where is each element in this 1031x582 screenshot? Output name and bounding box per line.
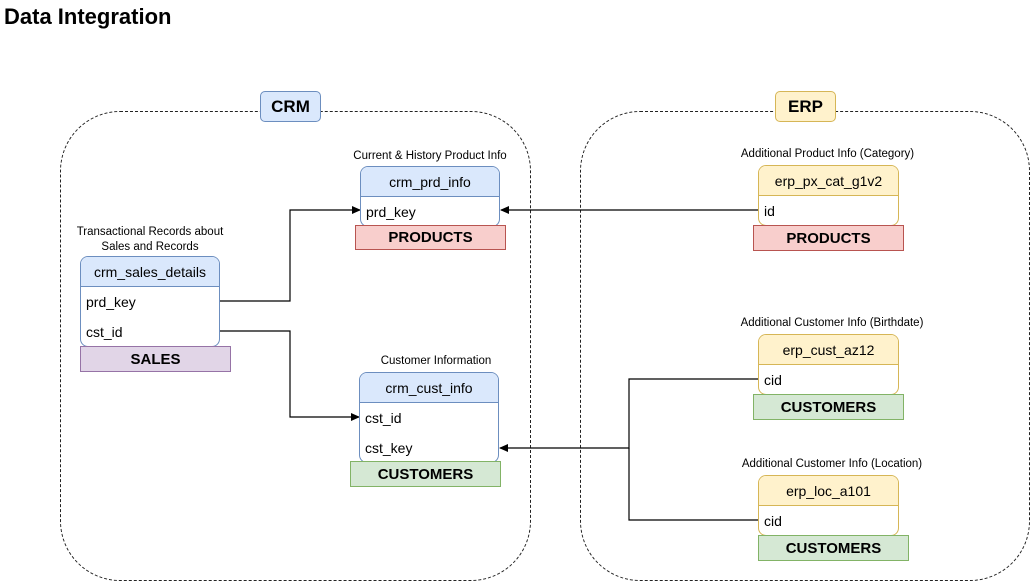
erp-group-label: ERP (775, 91, 836, 122)
table-field: cst_key (365, 440, 413, 456)
erp-loc-a101-caption: Additional Customer Info (Location) (741, 458, 923, 470)
table-header: erp_loc_a101 (759, 476, 898, 506)
erp-cust-az12-caption: Additional Customer Info (Birthdate) (740, 317, 924, 329)
table-header: erp_cust_az12 (759, 335, 898, 365)
erp-cust-az12-table: erp_cust_az12 cid (758, 334, 899, 395)
crm-sales-details-table: crm_sales_details prd_key cst_id (80, 256, 220, 347)
products-tag: PRODUCTS (355, 225, 506, 250)
erp-loc-a101-table: erp_loc_a101 cid (758, 475, 899, 536)
link-sales-prd-key (220, 206, 361, 302)
link-cust-az12-cid (499, 378, 758, 452)
crm-prd-info-caption: Current & History Product Info (353, 150, 507, 162)
table-field: prd_key (366, 204, 416, 220)
page-title: Data Integration (4, 4, 172, 29)
customers-tag: CUSTOMERS (350, 461, 501, 487)
crm-cust-info-caption: Customer Information (380, 355, 492, 367)
customers-tag: CUSTOMERS (753, 394, 904, 420)
erp-px-cat-g1v2-table: erp_px_cat_g1v2 id (758, 165, 899, 226)
table-field: cid (764, 372, 782, 388)
table-header: erp_px_cat_g1v2 (759, 166, 898, 196)
table-field: cid (764, 513, 782, 529)
products-tag: PRODUCTS (753, 225, 904, 251)
table-header: crm_sales_details (81, 257, 219, 287)
table-header: crm_cust_info (360, 373, 498, 403)
table-field: cst_id (365, 410, 402, 426)
erp-px-cat-g1v2-caption: Additional Product Info (Category) (740, 148, 915, 160)
table-field: id (764, 203, 775, 219)
sales-tag: SALES (80, 346, 231, 372)
crm-group-label: CRM (260, 91, 321, 122)
customers-tag: CUSTOMERS (758, 535, 909, 561)
link-loc-a101-cid (628, 448, 758, 521)
crm-cust-info-table: crm_cust_info cst_id cst_key (359, 372, 499, 463)
table-field: prd_key (86, 294, 136, 310)
crm-sales-details-caption: Transactional Records about Sales and Re… (76, 226, 224, 253)
crm-prd-info-table: crm_prd_info prd_key (360, 166, 500, 227)
table-header: crm_prd_info (361, 167, 499, 197)
table-field: cst_id (86, 324, 123, 340)
link-sales-cst-id (220, 330, 360, 421)
